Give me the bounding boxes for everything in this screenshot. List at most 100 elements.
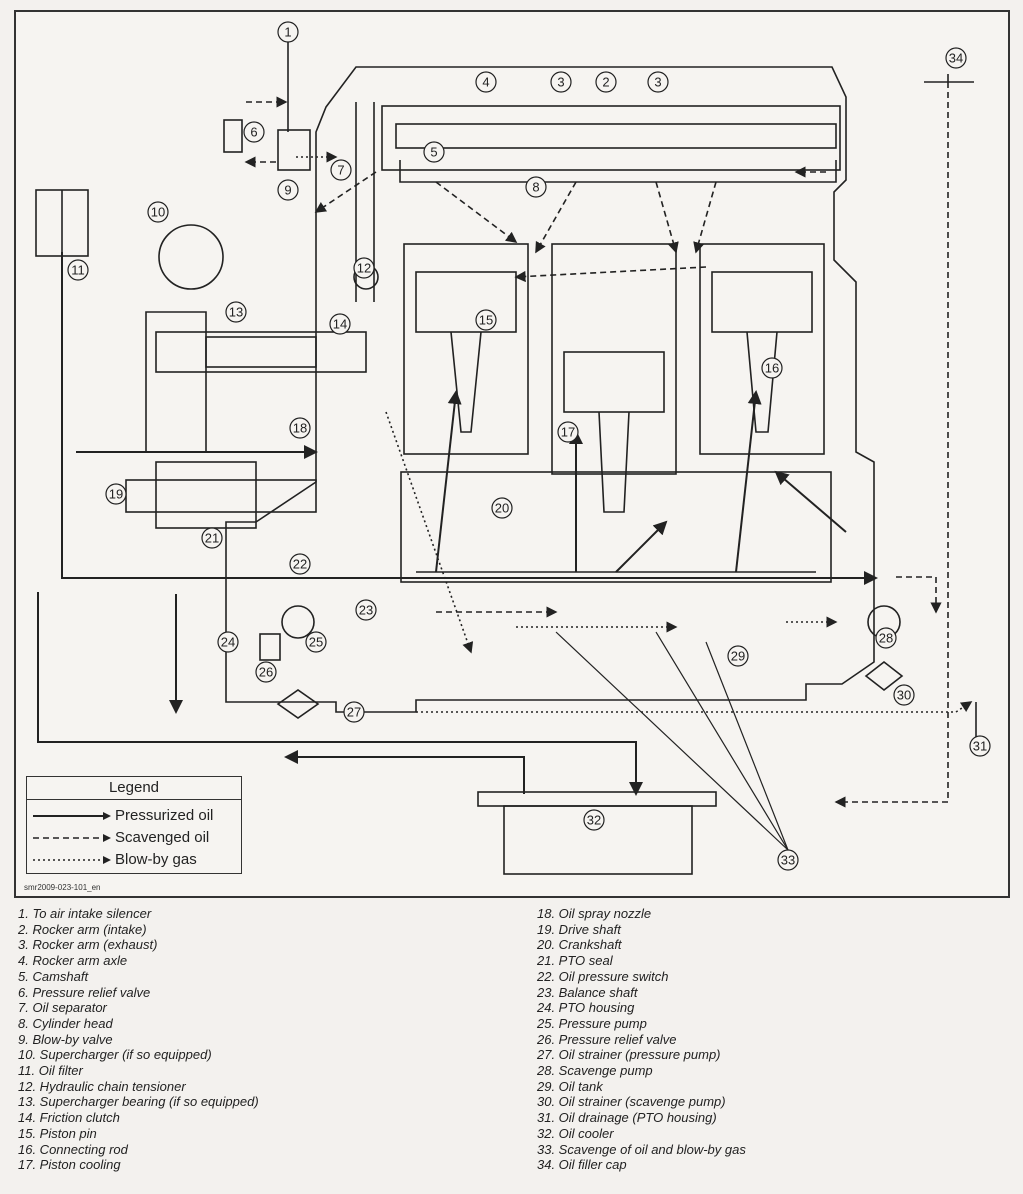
callout-number-4: 4 (482, 75, 489, 90)
callout-number-28: 28 (879, 631, 893, 646)
callout-number-16: 16 (765, 361, 779, 376)
legend: Legend Pressurized oil Scavenged oil Blo… (26, 776, 242, 874)
figure-reference: smr2009-023-101_en (24, 883, 101, 892)
caption-item: 22. Oil pressure switch (537, 968, 669, 984)
callout-number-33: 33 (781, 853, 795, 868)
caption-item: 1. To air intake silencer (18, 906, 152, 921)
callout-circle-2 (595, 71, 617, 93)
callout-number-7: 7 (337, 163, 344, 178)
legend-label-blow-by-gas: Blow-by gas (115, 851, 197, 868)
callout-circle-3 (550, 71, 572, 93)
caption-item: 20. Crankshaft (537, 937, 622, 953)
caption-item: 11. Oil filter (18, 1063, 83, 1079)
callout-circle-3 (647, 71, 669, 93)
callout-number-23: 23 (359, 603, 373, 618)
callout-circle-8 (525, 176, 547, 198)
callout-circle-22 (289, 553, 311, 575)
callout-number-12: 12 (357, 261, 371, 276)
callout-number-8: 8 (532, 180, 539, 195)
callout-circle-5 (423, 141, 445, 163)
caption-item: 31. Oil drainage (PTO housing) (537, 1110, 717, 1126)
caption-item: 8. Cylinder head (18, 1015, 113, 1031)
caption-item: 7. Oil separator (18, 1000, 107, 1016)
callout-number-5: 5 (430, 145, 437, 160)
legend-label-scavenged-oil: Scavenged oil (115, 829, 210, 846)
callout-circle-19 (105, 483, 127, 505)
relief-valve-pump (259, 633, 281, 661)
caption-item: 2. Rocker arm (intake) (18, 921, 147, 937)
callout-circle-11 (67, 259, 89, 281)
callout-number-14: 14 (333, 317, 347, 332)
callout-circle-31 (969, 735, 991, 757)
caption-item: 6. Pressure relief valve (18, 984, 151, 1000)
callout-number-15: 15 (479, 313, 493, 328)
supercharger-housing (158, 224, 224, 290)
blow-by-valve (277, 129, 311, 171)
callout-number-17: 17 (561, 425, 575, 440)
drive-shaft (125, 479, 317, 513)
strainer-scavenge (864, 660, 904, 692)
caption-item: 30. Oil strainer (scavenge pump) (537, 1094, 726, 1110)
callout-circle-26 (255, 661, 277, 683)
callout-number-24: 24 (221, 635, 235, 650)
caption-item: 13. Supercharger bearing (if so equipped… (18, 1094, 259, 1110)
caption-item: 28. Scavenge pump (537, 1063, 653, 1079)
piston-left (415, 271, 517, 333)
caption-item: 4. Rocker arm axle (18, 953, 128, 969)
callout-number-29: 29 (731, 649, 745, 664)
callout-number-13: 13 (229, 305, 243, 320)
caption-item: 3. Rocker arm (exhaust) (18, 937, 158, 953)
callout-circle-16 (761, 357, 783, 379)
callout-number-21: 21 (205, 531, 219, 546)
callout-circle-12 (353, 257, 375, 279)
caption-item: 34. Oil filler cap (537, 1157, 627, 1173)
cylinder-mid (551, 243, 677, 475)
legend-item-blow-by-gas: Blow-by gas (27, 851, 241, 871)
cylinder-left (403, 243, 529, 455)
callout-circle-29 (727, 645, 749, 667)
legend-title: Legend (27, 777, 241, 800)
strainer-pressure (276, 689, 320, 719)
callout-circle-6 (243, 121, 265, 143)
callout-circle-24 (217, 631, 239, 653)
caption-item: 17. Piston cooling (18, 1157, 121, 1173)
pressure-pump (281, 605, 315, 639)
callout-circle-20 (491, 497, 513, 519)
caption-item: 5. Camshaft (18, 968, 89, 984)
caption-item: 32. Oil cooler (537, 1125, 614, 1141)
callout-number-31: 31 (973, 739, 987, 754)
caption-item: 29. Oil tank (537, 1078, 603, 1094)
caption-item: 23. Balance shaft (537, 984, 638, 1000)
callout-number-1: 1 (284, 25, 291, 40)
legend-label-pressurized-oil: Pressurized oil (115, 807, 214, 824)
callout-circle-10 (147, 201, 169, 223)
caption-item: 19. Drive shaft (537, 921, 621, 937)
callout-number-3: 3 (557, 75, 564, 90)
legend-item-scavenged-oil: Scavenged oil (27, 829, 241, 849)
caption-item: 14. Friction clutch (18, 1110, 120, 1126)
caption-item: 15. Piston pin (18, 1125, 97, 1141)
callout-number-9: 9 (284, 183, 291, 198)
callout-circle-23 (355, 599, 377, 621)
callout-number-2: 2 (602, 75, 609, 90)
caption-item: 12. Hydraulic chain tensioner (18, 1078, 186, 1094)
callout-circle-33 (777, 849, 799, 871)
callout-number-3: 3 (654, 75, 661, 90)
cylinder-right (699, 243, 825, 455)
caption-item: 25. Pressure pump (537, 1015, 647, 1031)
callout-number-22: 22 (293, 557, 307, 572)
engine-block-outline (225, 66, 875, 713)
cylinder-head (381, 105, 841, 171)
caption-item: 16. Connecting rod (18, 1141, 128, 1157)
callout-number-19: 19 (109, 487, 123, 502)
oil-filler-cap (924, 74, 974, 83)
caption-item: 10. Supercharger (if so equipped) (18, 1047, 212, 1063)
caption-item: 24. PTO housing (537, 1000, 635, 1016)
caption-item: 18. Oil spray nozzle (537, 906, 652, 921)
callout-number-34: 34 (949, 51, 963, 66)
relief-valve-top (223, 119, 243, 153)
callout-number-6: 6 (250, 125, 257, 140)
caption-item: 27. Oil strainer (pressure pump) (537, 1047, 721, 1063)
